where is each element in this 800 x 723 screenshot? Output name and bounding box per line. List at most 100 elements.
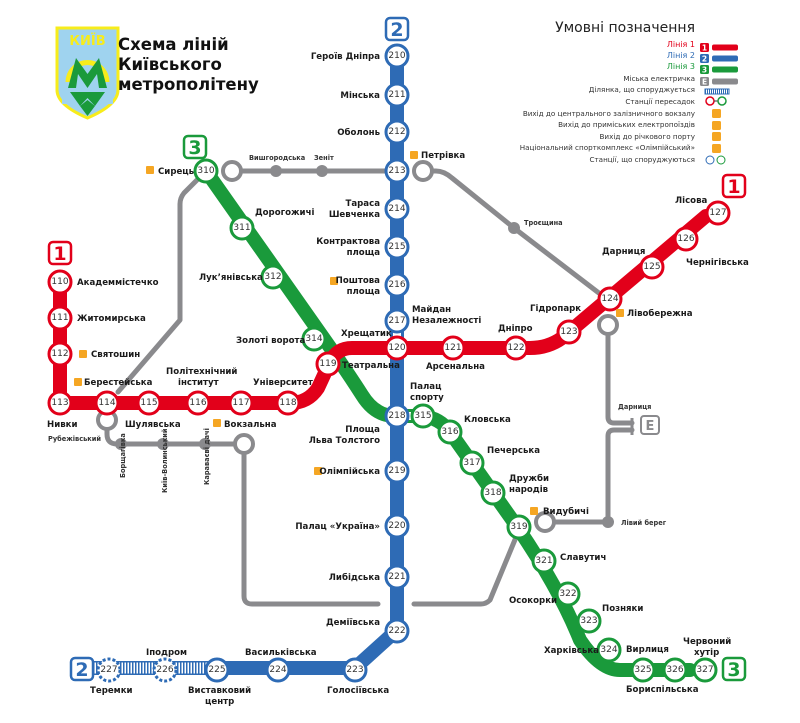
station-312: 312 [260,264,286,290]
svg-text:311: 311 [233,223,250,233]
svg-text:114: 114 [98,398,115,408]
svg-text:216: 216 [388,280,405,290]
station-318: 318 [480,480,506,506]
svg-text:Палац: Палац [410,382,441,392]
suburban-train-icon [712,121,721,130]
svg-text:127: 127 [709,208,726,218]
legend-item-port: Вихід до річкового порту [599,132,696,141]
legend-line1-symbol: 1 [700,43,738,53]
svg-text:121: 121 [444,343,461,353]
legend-construction-symbol [704,88,730,95]
station-216: 216 [384,272,410,298]
svg-text:Іподром: Іподром [146,648,187,658]
svg-text:310: 310 [197,166,214,176]
station-110: 110 [47,269,73,295]
svg-text:Палац «Україна»: Палац «Україна» [295,522,380,532]
svg-text:площа: площа [347,287,381,297]
svg-text:3: 3 [188,137,201,159]
title-line-1: Схема ліній [118,35,229,54]
line-3-stations[interactable]: 310 311 312 314 315 316 317 318 319 321 … [193,158,718,683]
station-316: 316 [437,419,463,445]
svg-text:E: E [702,78,707,87]
station-315: 315 [410,403,436,429]
page-title: Схема ліній Київського метрополітену [118,35,259,95]
suburban-train-icon [530,507,538,515]
svg-text:221: 221 [388,572,405,582]
svg-text:327: 327 [696,665,713,675]
svg-text:Контрактова: Контрактова [316,237,380,247]
station-225: 225 [204,657,230,683]
svg-text:227: 227 [100,665,117,675]
station-221: 221 [384,564,410,590]
svg-text:Вокзальна: Вокзальна [224,420,277,430]
station-118: 118 [275,390,301,416]
station-120: 120 [384,335,410,361]
station-223: 223 [342,657,368,683]
svg-text:Університет: Університет [253,377,313,388]
svg-text:Чернігівська: Чернігівська [686,257,749,268]
line-1-stations[interactable]: 110 111 112 113 114 115 116 117 118 119 … [47,200,731,416]
svg-text:Лівий берег: Лівий берег [621,519,667,527]
station-124: 124 [597,286,623,312]
station-116: 116 [185,390,211,416]
river-port-icon [712,132,721,141]
station-325: 325 [630,657,656,683]
svg-text:122: 122 [507,343,524,353]
station-326: 326 [662,657,688,683]
svg-text:111: 111 [51,313,68,323]
svg-text:Троєщина: Троєщина [524,219,563,227]
river-port-icon [330,277,338,285]
svg-text:218: 218 [388,411,405,421]
svg-text:125: 125 [643,262,660,272]
svg-text:Либідська: Либідська [329,572,380,583]
svg-text:315: 315 [414,411,431,421]
svg-text:Червоний: Червоний [683,637,731,647]
svg-text:1: 1 [727,176,740,198]
svg-text:Сирець: Сирець [158,167,195,177]
stadium-icon [712,144,721,153]
svg-text:314: 314 [305,334,322,344]
station-317: 317 [459,450,485,476]
svg-text:217: 217 [388,316,405,326]
svg-text:124: 124 [601,294,618,304]
svg-text:224: 224 [269,665,286,675]
svg-text:Незалежності: Незалежності [412,315,481,326]
station-115: 115 [136,390,162,416]
svg-text:2: 2 [702,55,707,64]
svg-text:115: 115 [140,398,157,408]
station-319: 319 [506,514,532,540]
svg-text:Героїв Дніпра: Героїв Дніпра [311,51,380,62]
svg-text:Славутич: Славутич [560,553,606,563]
svg-text:215: 215 [388,242,405,252]
svg-text:1: 1 [53,243,66,265]
station-123: 123 [556,319,582,345]
station-117: 117 [228,390,254,416]
station-labels: Академмістечко Житомирська Святошин Нивк… [47,51,749,707]
legend-item-construction: Ділянка, що споруджується [588,85,695,94]
suburban-train-icon [74,378,82,386]
suburban-train-icon [79,350,87,358]
svg-text:Золоті ворота: Золоті ворота [236,335,306,346]
svg-text:площа: площа [347,248,381,258]
svg-text:325: 325 [634,665,651,675]
svg-text:Караваєві дачі: Караваєві дачі [203,428,211,485]
svg-text:Шулявська: Шулявська [125,420,181,430]
svg-text:Вишгородська: Вишгородська [249,154,305,162]
legend-item-line3: Лінія 3 [666,62,695,71]
legend-item-stadium: Національний спорткомплекс «Олімпійський… [519,143,695,152]
stadium-icon [314,467,322,475]
tram-badge: E [646,419,655,434]
legend-tram-symbol: E [700,77,738,87]
svg-text:Дарниця: Дарниця [618,403,651,411]
svg-text:212: 212 [388,127,405,137]
station-310: 310 [193,158,219,184]
station-215: 215 [384,234,410,260]
svg-text:326: 326 [666,665,683,675]
svg-text:3: 3 [702,66,707,75]
svg-text:113: 113 [51,398,68,408]
svg-text:321: 321 [535,556,552,566]
svg-text:Позняки: Позняки [602,604,643,614]
svg-text:Академмістечко: Академмістечко [77,277,159,288]
station-226: 226 [152,657,178,683]
line-2-stations[interactable]: 210 211 212 213 214 215 216 217 218 219 … [96,43,410,683]
